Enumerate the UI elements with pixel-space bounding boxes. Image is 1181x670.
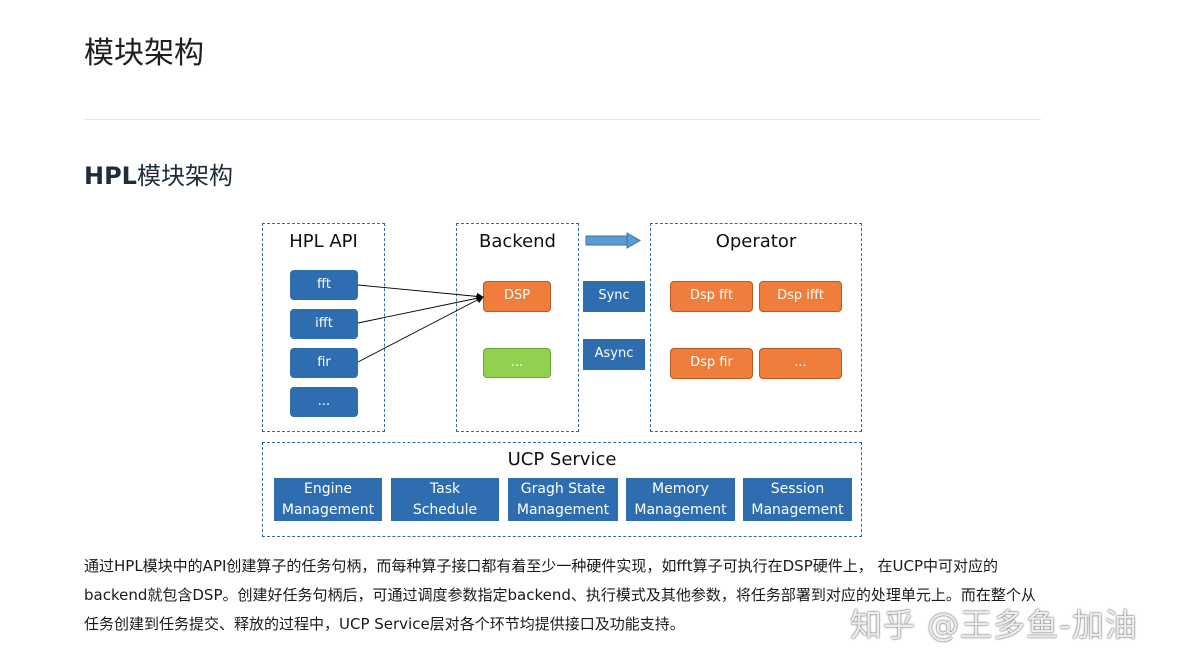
ucp-service-item-session: Session Management — [743, 478, 852, 521]
ucp-service-item-line2: Schedule — [412, 501, 478, 518]
ucp-service-item-line1: Task — [429, 481, 461, 498]
description-paragraph: 通过HPL模块中的API创建算子的任务句柄，而每种算子接口都有着至少一种硬件实现… — [84, 557, 1036, 633]
section-title: HPL模块架构 — [84, 156, 233, 191]
section-title-suffix: 模块架构 — [136, 162, 233, 190]
section-title-prefix: HPL — [84, 162, 137, 190]
ucp-service-item-memory: Memory Management — [626, 478, 735, 521]
hpl-api-title: HPL API — [289, 231, 358, 252]
ucp-service-item-line2: Management — [634, 501, 727, 518]
hpl-api-item-fft: fft — [290, 270, 358, 300]
ucp-service-item-line1: Session — [770, 481, 825, 498]
mode-sync: Sync — [583, 281, 645, 312]
ucp-service-item-line1: Gragh State — [520, 481, 606, 498]
operator-item-dsp-ifft: Dsp ifft — [759, 281, 842, 312]
ucp-service-item-line2: Management — [281, 501, 375, 518]
ucp-service-item-line1: Engine — [304, 481, 352, 498]
backend-item-dsp: DSP — [483, 281, 551, 312]
operator-title: Operator — [715, 231, 797, 252]
backend-panel: Backend — [456, 223, 579, 432]
backend-item-more: ... — [483, 348, 551, 378]
operator-item-dsp-fir: Dsp fir — [670, 348, 753, 379]
operator-item-more: ... — [759, 348, 842, 379]
backend-to-operator-arrow — [585, 232, 642, 249]
ucp-service-title: UCP Service — [507, 449, 617, 470]
hpl-api-item-ifft: ifft — [290, 309, 358, 339]
ucp-service-item-line2: Management — [751, 501, 844, 518]
operator-item-dsp-fft: Dsp fft — [670, 281, 753, 312]
watermark: 知乎 @王多鱼-加油 — [850, 606, 1138, 644]
ucp-service-item-task: Task Schedule — [391, 478, 499, 521]
ucp-service-item-line2: Management — [516, 501, 610, 518]
mode-async: Async — [583, 339, 645, 370]
ucp-service-item-graph-state: Gragh State Management — [508, 478, 618, 521]
ucp-service-item-line1: Memory — [652, 481, 709, 498]
ucp-service-item-engine: Engine Management — [274, 478, 382, 521]
divider — [84, 119, 1041, 120]
page-title: 模块架构 — [84, 36, 204, 71]
operator-panel: Operator — [650, 223, 862, 432]
hpl-api-item-fir: fir — [290, 348, 358, 378]
hpl-api-item-more: ... — [290, 387, 358, 417]
backend-title: Backend — [479, 231, 556, 252]
